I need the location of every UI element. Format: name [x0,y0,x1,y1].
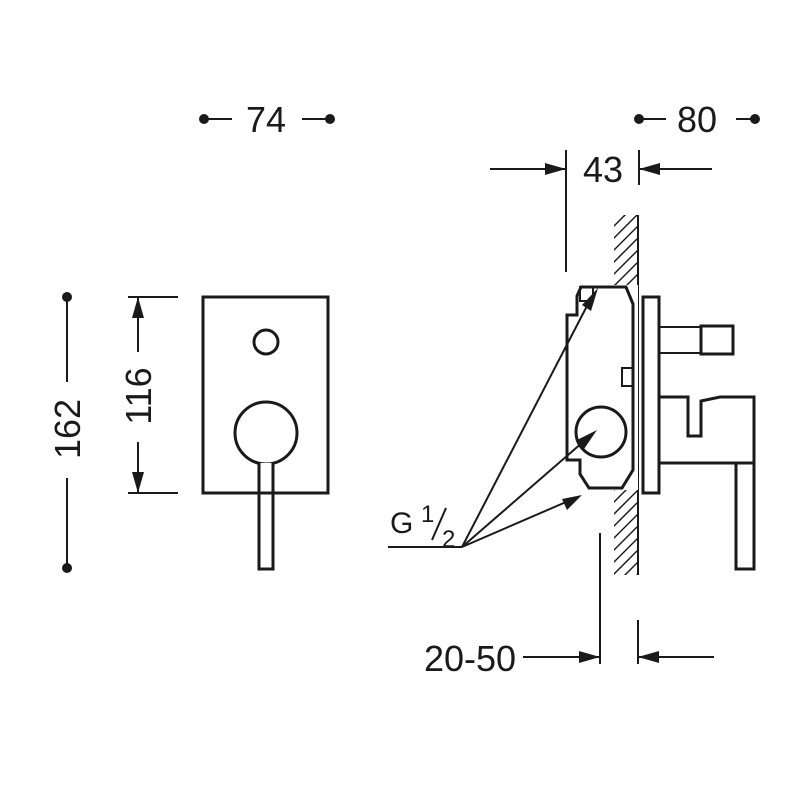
thread-label: G 1 2 [388,501,462,553]
lever-handle [257,464,275,571]
thread-numerator: 1 [421,501,434,528]
flange-plate [641,295,661,495]
thread-letter: G [390,507,413,540]
side-view: 80 43 [388,99,760,679]
plate-height-dimension: 116 [118,296,178,494]
body-depth-dimension: 43 [490,149,712,272]
thread-denominator: 2 [442,526,455,553]
total-height-label: 162 [47,399,88,459]
wall-range-dimension: 20-50 [424,533,714,679]
embedded-body [565,285,635,490]
diverter-spindle [658,324,735,356]
total-depth-label: 80 [677,99,717,140]
width-dimension: 74 [199,99,335,140]
body-depth-label: 43 [583,149,623,190]
front-view: 74 162 116 [47,99,335,573]
side-lever-stem [734,461,756,571]
lever-hub [233,400,299,466]
total-height-dimension: 162 [47,292,88,573]
diverter-knob [252,328,280,356]
plate-height-label: 116 [118,367,159,424]
total-depth-dimension: 80 [634,99,760,140]
wall-range-label: 20-50 [424,638,516,679]
side-lever-body [657,395,756,465]
port-opening [574,405,628,459]
width-label: 74 [246,99,286,140]
thread-leaders [461,288,598,548]
cover-plate [201,295,330,495]
